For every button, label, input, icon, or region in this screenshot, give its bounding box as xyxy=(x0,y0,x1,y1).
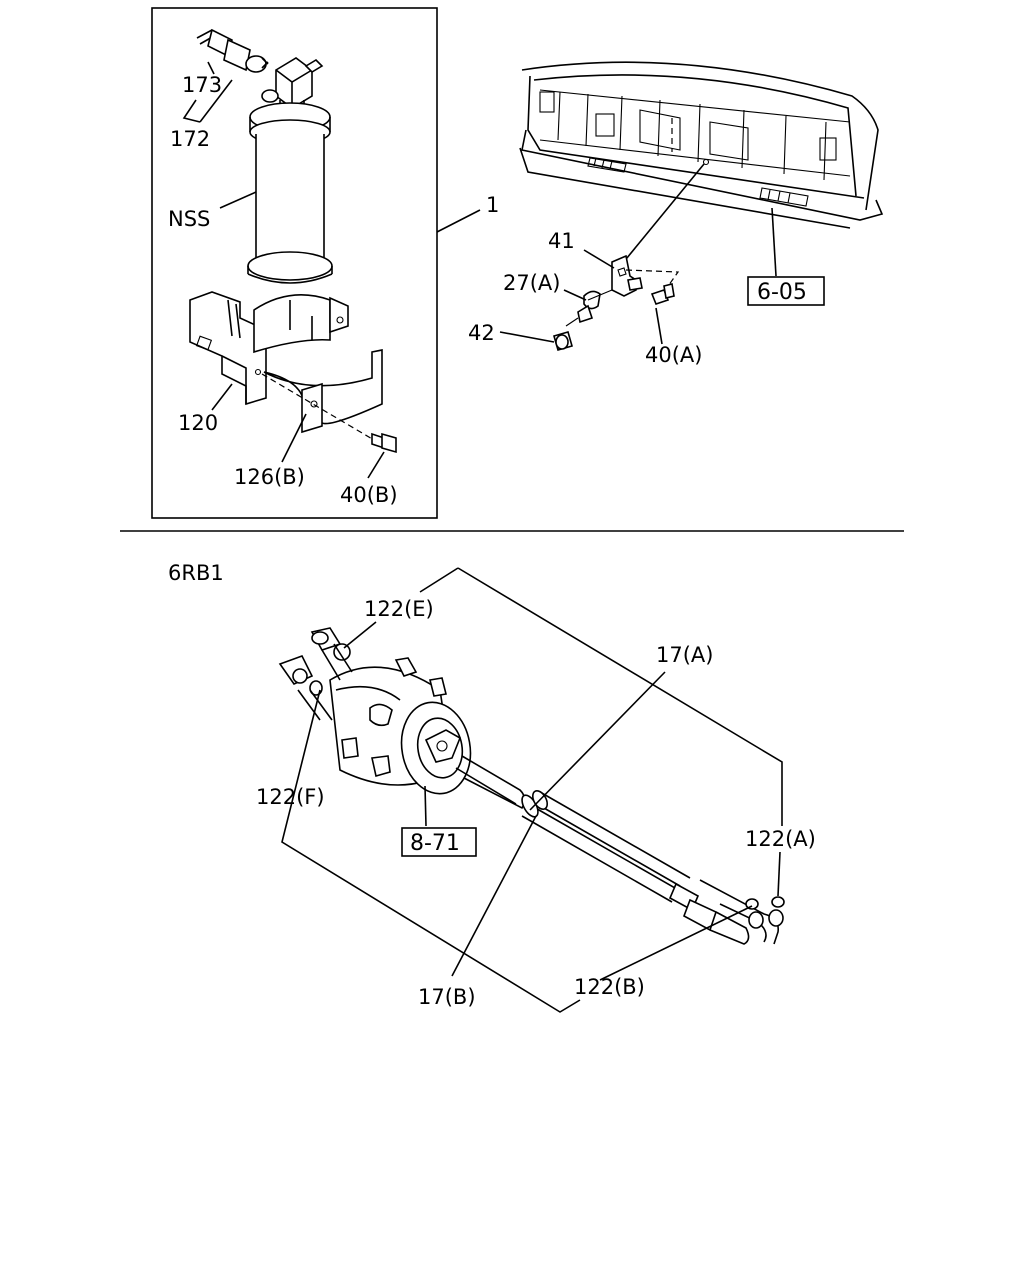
bolt-40b xyxy=(261,373,397,454)
ref-box-605 xyxy=(747,276,825,306)
leader-17a xyxy=(529,671,666,811)
leader-panel-to-clip xyxy=(621,163,705,265)
leader-172 xyxy=(182,79,233,123)
leader-17b xyxy=(451,815,537,977)
clip-assembly: 41 27(A) 42 40(A) 6-05 xyxy=(468,163,825,367)
leader-40b xyxy=(367,451,385,479)
leader-1 xyxy=(436,209,481,233)
label-17a: 17(A) xyxy=(656,643,713,667)
leader-group-a xyxy=(457,567,783,826)
detail-frame xyxy=(151,7,438,519)
leader-122f-group xyxy=(281,689,581,1013)
label-17b: 17(B) xyxy=(418,985,476,1009)
leader-nss xyxy=(219,191,257,209)
drier-bracket xyxy=(189,291,349,406)
leader-871 xyxy=(424,785,427,827)
label-120: 120 xyxy=(178,411,218,435)
pressure-switch xyxy=(196,28,269,73)
label-126b: 126(B) xyxy=(234,465,305,489)
label-122f: 122(F) xyxy=(256,785,325,809)
label-1: 1 xyxy=(486,193,499,217)
label-605: 6-05 xyxy=(757,280,807,305)
label-nss: NSS xyxy=(168,207,210,231)
label-172: 172 xyxy=(170,127,210,151)
leader-120 xyxy=(211,383,233,411)
label-122a: 122(A) xyxy=(745,827,816,851)
label-173: 173 xyxy=(182,73,222,97)
compressor-assembly xyxy=(278,627,472,795)
leader-122a xyxy=(777,851,781,897)
leader-605 xyxy=(771,207,777,277)
leader-40a xyxy=(655,307,663,345)
label-122e: 122(E) xyxy=(364,597,434,621)
leader-42 xyxy=(499,331,555,343)
leader-27a xyxy=(563,289,587,301)
label-27a: 27(A) xyxy=(503,271,560,295)
hoses xyxy=(455,755,785,945)
clamp-band xyxy=(254,349,383,434)
leader-group-e xyxy=(419,567,459,593)
label-871: 8-71 xyxy=(410,831,460,856)
label-6rb1: 6RB1 xyxy=(168,561,224,585)
label-42: 42 xyxy=(468,321,495,345)
label-40a: 40(A) xyxy=(645,343,702,367)
vehicle-front-panel xyxy=(519,61,884,229)
leader-41 xyxy=(583,249,615,269)
leader-173 xyxy=(207,61,215,75)
leader-122b xyxy=(599,905,753,981)
label-122b: 122(B) xyxy=(574,975,645,999)
drier-head xyxy=(261,57,324,112)
drier-cylinder xyxy=(247,102,333,284)
receiver-drier-assembly: 173 172 NSS 1 120 126(B) 40(B) xyxy=(151,7,499,519)
leader-126b xyxy=(281,413,307,463)
label-41: 41 xyxy=(548,229,575,253)
ref-box-871 xyxy=(401,827,477,857)
leader-122e xyxy=(343,621,377,649)
label-40b: 40(B) xyxy=(340,483,398,507)
